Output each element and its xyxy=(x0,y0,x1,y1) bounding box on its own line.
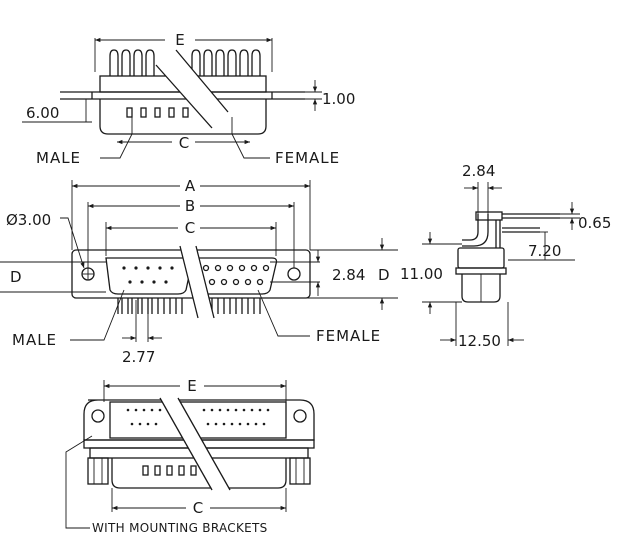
side-dim-height: 11.00 xyxy=(400,265,443,283)
front-male-tails xyxy=(117,298,183,314)
front-label-male: MALE xyxy=(12,331,57,349)
bracket-label: WITH MOUNTING BRACKETS xyxy=(92,521,268,535)
top-dim-c: C xyxy=(179,134,189,152)
top-dim-e: E xyxy=(175,31,184,49)
top-view: E xyxy=(22,31,355,167)
bracket-male-dots xyxy=(126,408,162,426)
bracket-female-dots xyxy=(202,408,270,426)
side-dim-offset: 7.20 xyxy=(528,242,561,260)
front-dim-c: C xyxy=(185,219,195,237)
top-male-slots xyxy=(126,107,189,118)
top-female-pins xyxy=(191,49,261,76)
front-dim-d-left: D xyxy=(10,268,22,286)
top-label-female: FEMALE xyxy=(275,149,340,167)
front-label-female: FEMALE xyxy=(316,327,381,345)
front-view: A B C xyxy=(0,177,398,366)
front-male-pins xyxy=(122,266,174,284)
front-dim-hole: Ø3.00 xyxy=(6,211,51,229)
side-dim-depth: 12.50 xyxy=(458,332,501,350)
right-mount-hole xyxy=(287,267,301,281)
top-label-male: MALE xyxy=(36,149,81,167)
side-view: 2.84 0.65 7.20 11.00 xyxy=(400,162,611,350)
side-dim-top: 2.84 xyxy=(462,162,495,180)
bracket-view: E xyxy=(65,377,315,535)
front-female-tails xyxy=(205,298,261,314)
front-dim-pitch-h: 2.77 xyxy=(122,348,155,366)
front-dim-b: B xyxy=(185,197,195,215)
front-dim-d-right: D xyxy=(378,266,390,284)
front-dim-a: A xyxy=(185,177,196,195)
bracket-dim-c: C xyxy=(193,499,203,517)
front-female-sockets xyxy=(202,264,270,286)
bracket-dim-e: E xyxy=(187,377,196,395)
bracket-slots xyxy=(142,465,197,476)
front-dim-pitch-v: 2.84 xyxy=(332,266,365,284)
side-dim-pin: 0.65 xyxy=(578,214,611,232)
top-dim-1: 1.00 xyxy=(322,90,355,108)
top-dim-6: 6.00 xyxy=(26,104,59,122)
top-male-pins xyxy=(109,49,155,76)
